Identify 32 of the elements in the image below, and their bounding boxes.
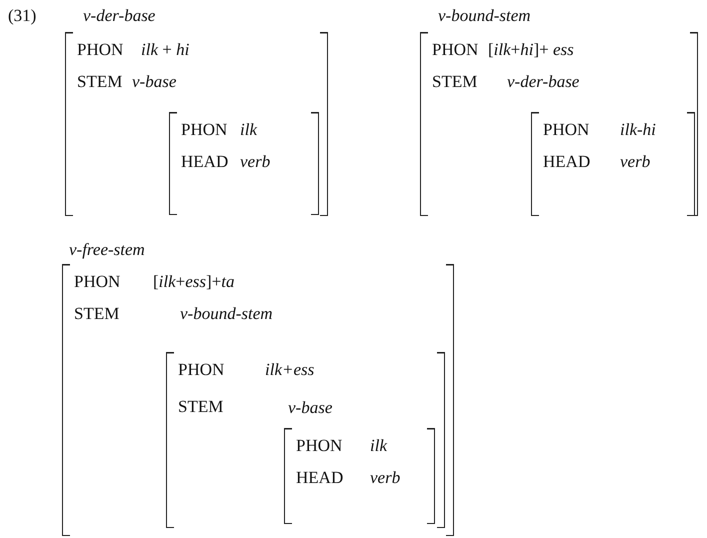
example-number: (31) bbox=[8, 5, 36, 27]
feature-value: verb bbox=[240, 151, 270, 173]
feature-name: PHON bbox=[296, 435, 342, 457]
type-label: v-base bbox=[132, 71, 176, 93]
feature-value: verb bbox=[370, 467, 400, 489]
feature-name: STEM bbox=[74, 303, 120, 325]
type-label: v-der-base bbox=[507, 71, 580, 93]
feature-value: [ilk+hi]+ ess bbox=[488, 39, 574, 61]
feature-value: ilk+ess bbox=[265, 359, 314, 381]
feature-name: STEM bbox=[432, 71, 478, 93]
feature-name: HEAD bbox=[296, 467, 344, 489]
feature-name: PHON bbox=[77, 39, 124, 61]
feature-name: STEM bbox=[77, 71, 122, 93]
feature-value: verb bbox=[620, 151, 650, 173]
feature-name: STEM bbox=[178, 396, 224, 418]
type-label: v-base bbox=[288, 397, 332, 419]
type-label: v-bound-stem bbox=[438, 5, 531, 27]
feature-value: ilk-hi bbox=[620, 119, 656, 141]
type-label: v-free-stem bbox=[69, 239, 145, 261]
feature-name: PHON bbox=[543, 119, 590, 141]
feature-value: ilk bbox=[370, 435, 387, 457]
feature-name: PHON bbox=[178, 359, 224, 381]
type-label: v-der-base bbox=[83, 5, 156, 27]
feature-name: HEAD bbox=[181, 151, 228, 173]
feature-name: PHON bbox=[181, 119, 228, 141]
feature-value: ilk bbox=[240, 119, 257, 141]
feature-value: ilk + hi bbox=[141, 39, 190, 61]
type-label: v-bound-stem bbox=[180, 303, 273, 325]
feature-name: PHON bbox=[74, 271, 120, 293]
feature-value: [ilk+ess]+ta bbox=[153, 271, 235, 293]
feature-name: PHON bbox=[432, 39, 478, 61]
feature-name: HEAD bbox=[543, 151, 590, 173]
